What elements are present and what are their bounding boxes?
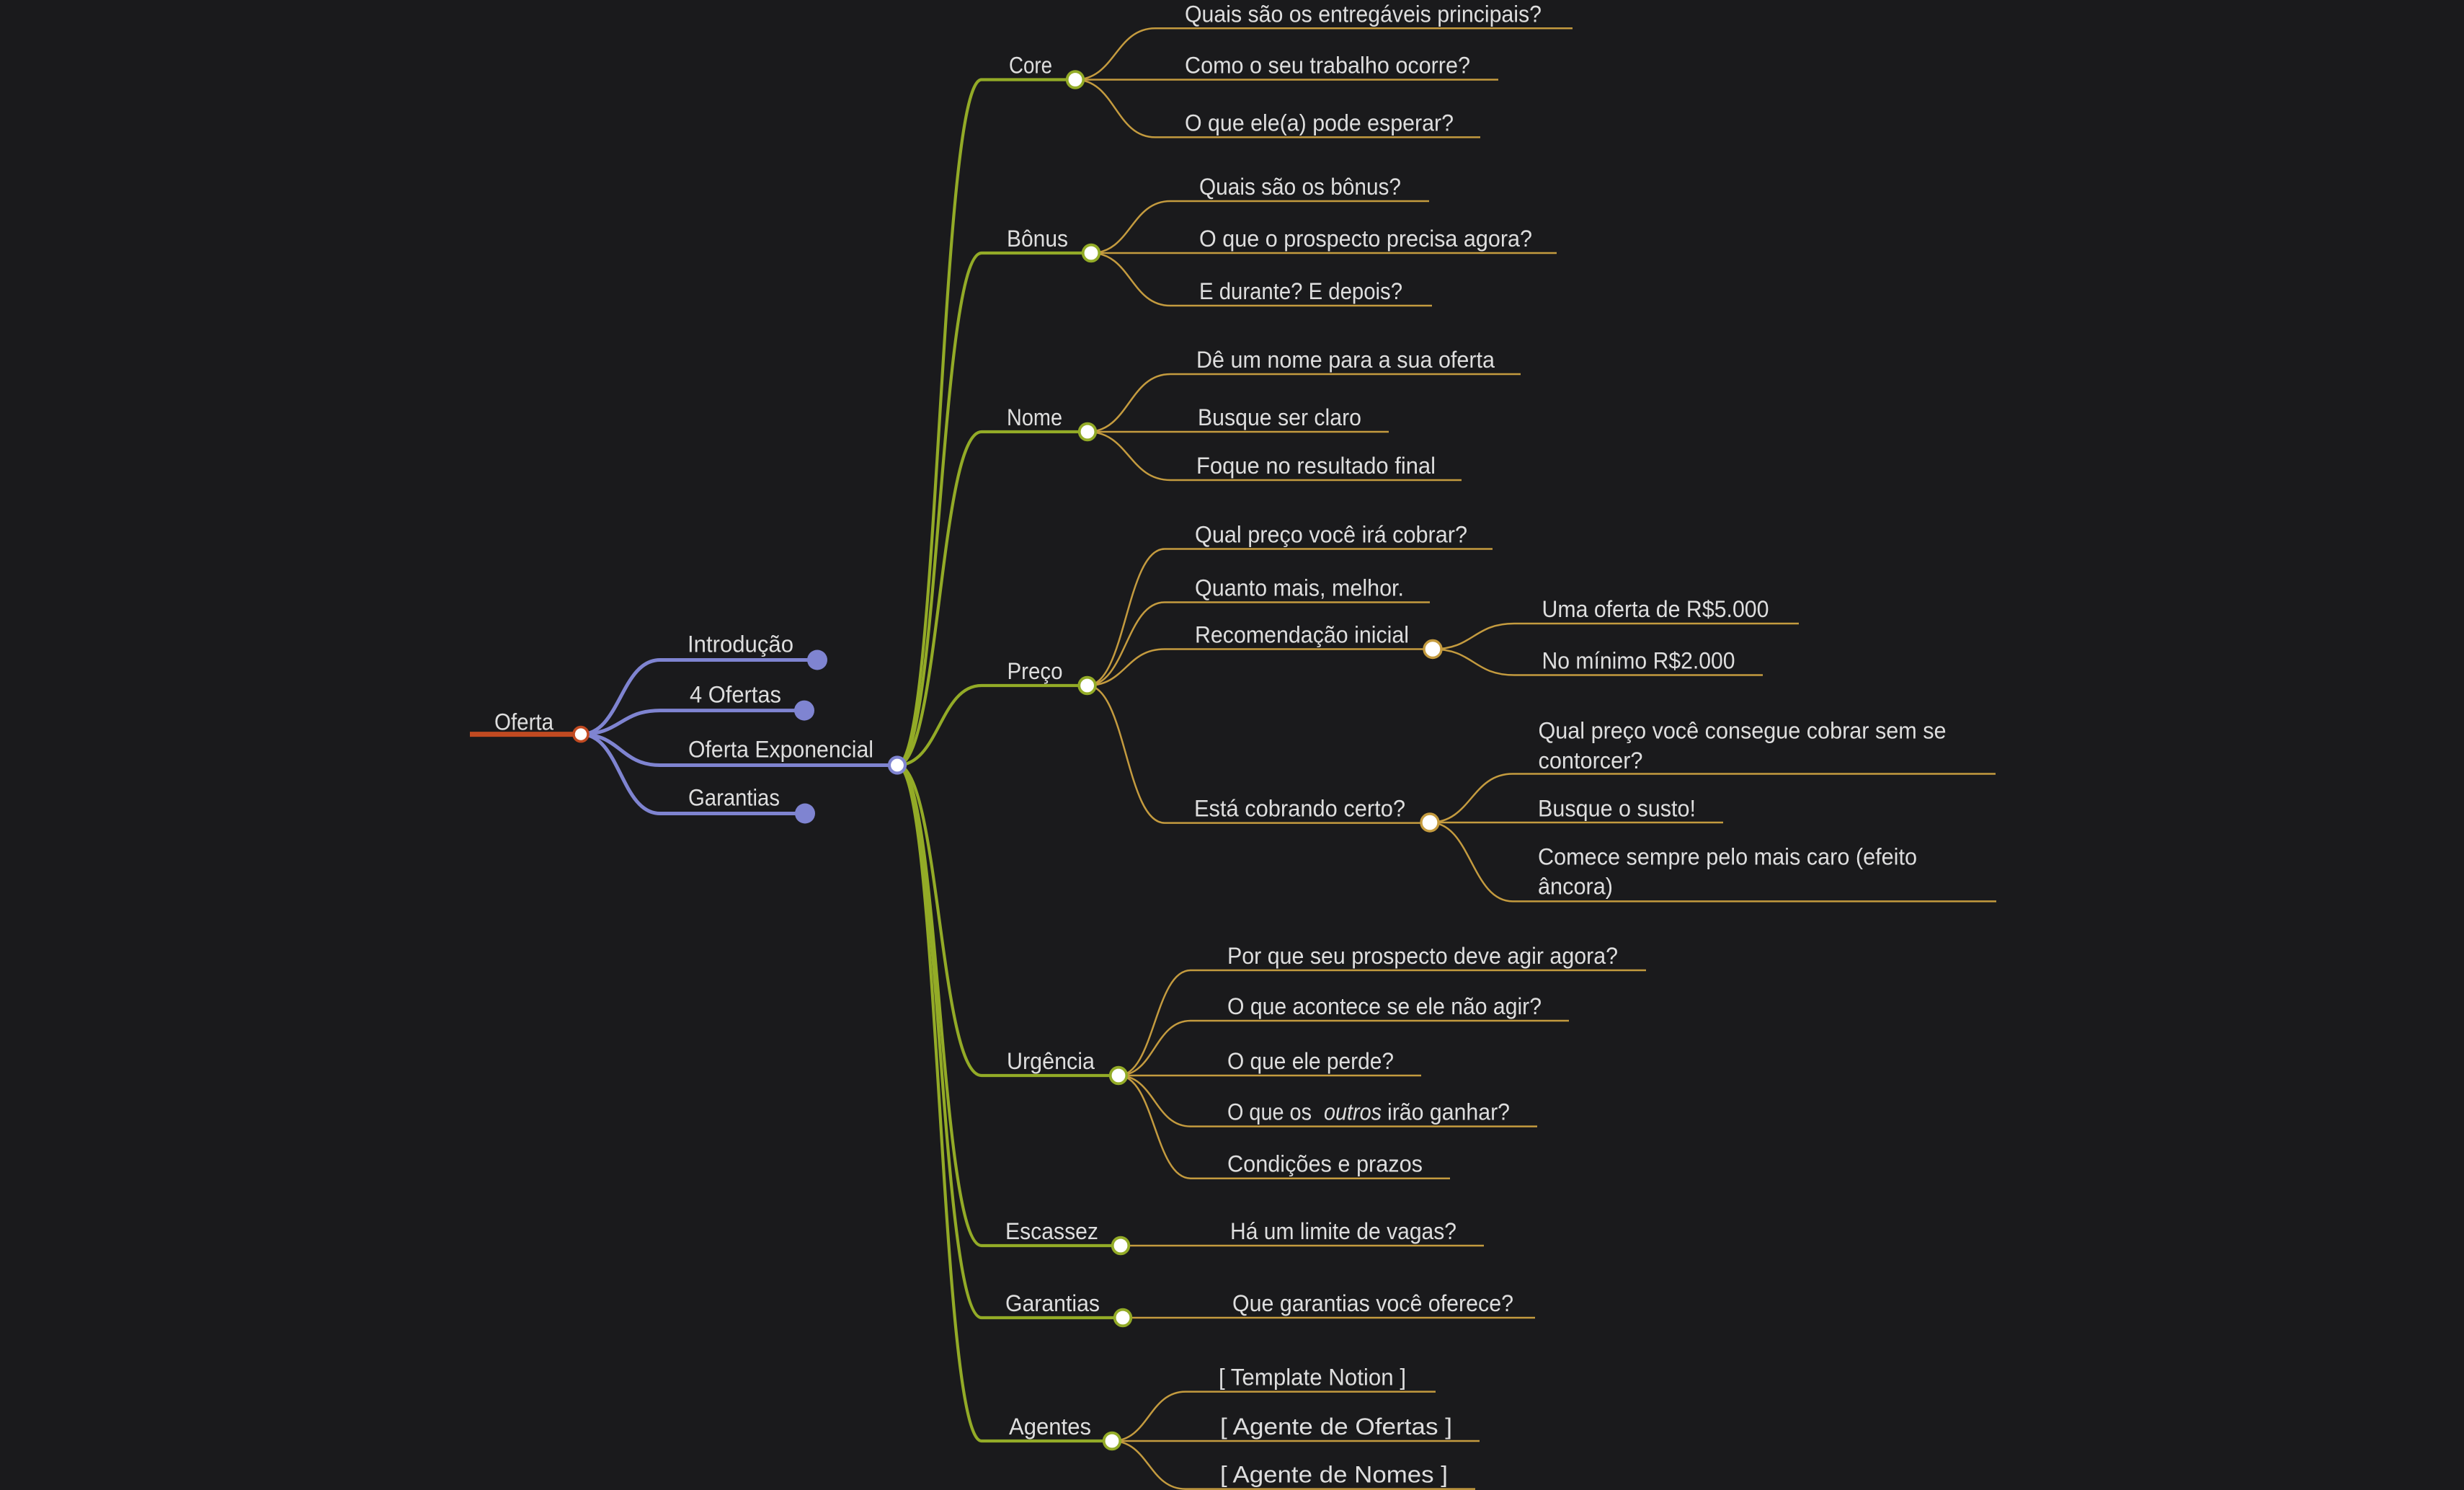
svg-text:O que os: O que os [1227, 1099, 1312, 1125]
svg-text:Uma oferta de R$5.000: Uma oferta de R$5.000 [1542, 596, 1769, 622]
svg-text:contorcer?: contorcer? [1539, 748, 1643, 773]
svg-text:Agentes: Agentes [1009, 1414, 1091, 1440]
svg-text:O que ele perde?: O que ele perde? [1227, 1048, 1394, 1074]
svg-text:Nome: Nome [1007, 404, 1062, 430]
svg-text:Quanto mais, melhor.: Quanto mais, melhor. [1195, 575, 1404, 601]
svg-text:Oferta Exponencial: Oferta Exponencial [688, 737, 873, 763]
svg-text:outros: outros [1324, 1099, 1382, 1125]
svg-text:Há um limite de vagas?: Há um limite de vagas? [1230, 1218, 1456, 1244]
svg-text:Dê um nome para a sua oferta: Dê um nome para a sua oferta [1196, 347, 1495, 373]
svg-text:Por que seu prospecto deve agi: Por que seu prospecto deve agir agora? [1227, 943, 1618, 969]
svg-text:Comece sempre pelo mais caro (: Comece sempre pelo mais caro (efeito [1538, 843, 1917, 869]
svg-text:Introdução: Introdução [688, 631, 793, 657]
svg-text:No mínimo R$2.000: No mínimo R$2.000 [1542, 648, 1735, 674]
svg-text:[ Template Notion ]: [ Template Notion ] [1219, 1365, 1406, 1391]
svg-text:O que o prospecto precisa agor: O que o prospecto precisa agora? [1199, 226, 1532, 252]
svg-text:Que garantias você oferece?: Que garantias você oferece? [1232, 1290, 1513, 1316]
svg-text:O que ele(a) pode esperar?: O que ele(a) pode esperar? [1185, 110, 1454, 136]
svg-text:[ Agente de Nomes ]: [ Agente de Nomes ] [1220, 1462, 1448, 1488]
svg-text:irão ganhar?: irão ganhar? [1387, 1099, 1510, 1125]
svg-text:Escassez: Escassez [1005, 1218, 1098, 1244]
svg-text:Core: Core [1009, 53, 1052, 79]
svg-text:Condições e prazos: Condições e prazos [1227, 1151, 1423, 1177]
svg-text:Busque ser claro: Busque ser claro [1198, 404, 1361, 430]
svg-text:Foque no resultado final: Foque no resultado final [1196, 453, 1436, 479]
svg-text:4 Ofertas: 4 Ofertas [690, 682, 781, 708]
svg-text:Quais são os bônus?: Quais são os bônus? [1199, 174, 1401, 200]
svg-text:Qual preço você irá cobrar?: Qual preço você irá cobrar? [1195, 522, 1467, 548]
svg-text:Busque o susto!: Busque o susto! [1538, 796, 1696, 822]
svg-text:Preço: Preço [1008, 658, 1063, 684]
svg-text:Qual preço você consegue cobra: Qual preço você consegue cobrar sem se [1539, 718, 1947, 744]
svg-text:Bônus: Bônus [1007, 226, 1068, 252]
svg-text:E durante? E depois?: E durante? E depois? [1199, 278, 1402, 304]
svg-text:Garantias: Garantias [1005, 1290, 1100, 1316]
svg-text:[ Agente de Ofertas ]: [ Agente de Ofertas ] [1220, 1414, 1452, 1440]
svg-text:Recomendação inicial: Recomendação inicial [1195, 622, 1409, 648]
svg-text:Urgência: Urgência [1007, 1048, 1095, 1074]
svg-text:Como o seu trabalho ocorre?: Como o seu trabalho ocorre? [1185, 53, 1470, 79]
svg-text:Garantias: Garantias [688, 785, 780, 811]
svg-text:âncora): âncora) [1538, 873, 1613, 899]
svg-text:Quais são os entregáveis princ: Quais são os entregáveis principais? [1185, 1, 1542, 27]
svg-text:Está cobrando certo?: Está cobrando certo? [1194, 796, 1405, 822]
svg-text:Oferta: Oferta [494, 709, 553, 735]
svg-text:O que acontece se ele não agir: O que acontece se ele não agir? [1227, 993, 1542, 1019]
